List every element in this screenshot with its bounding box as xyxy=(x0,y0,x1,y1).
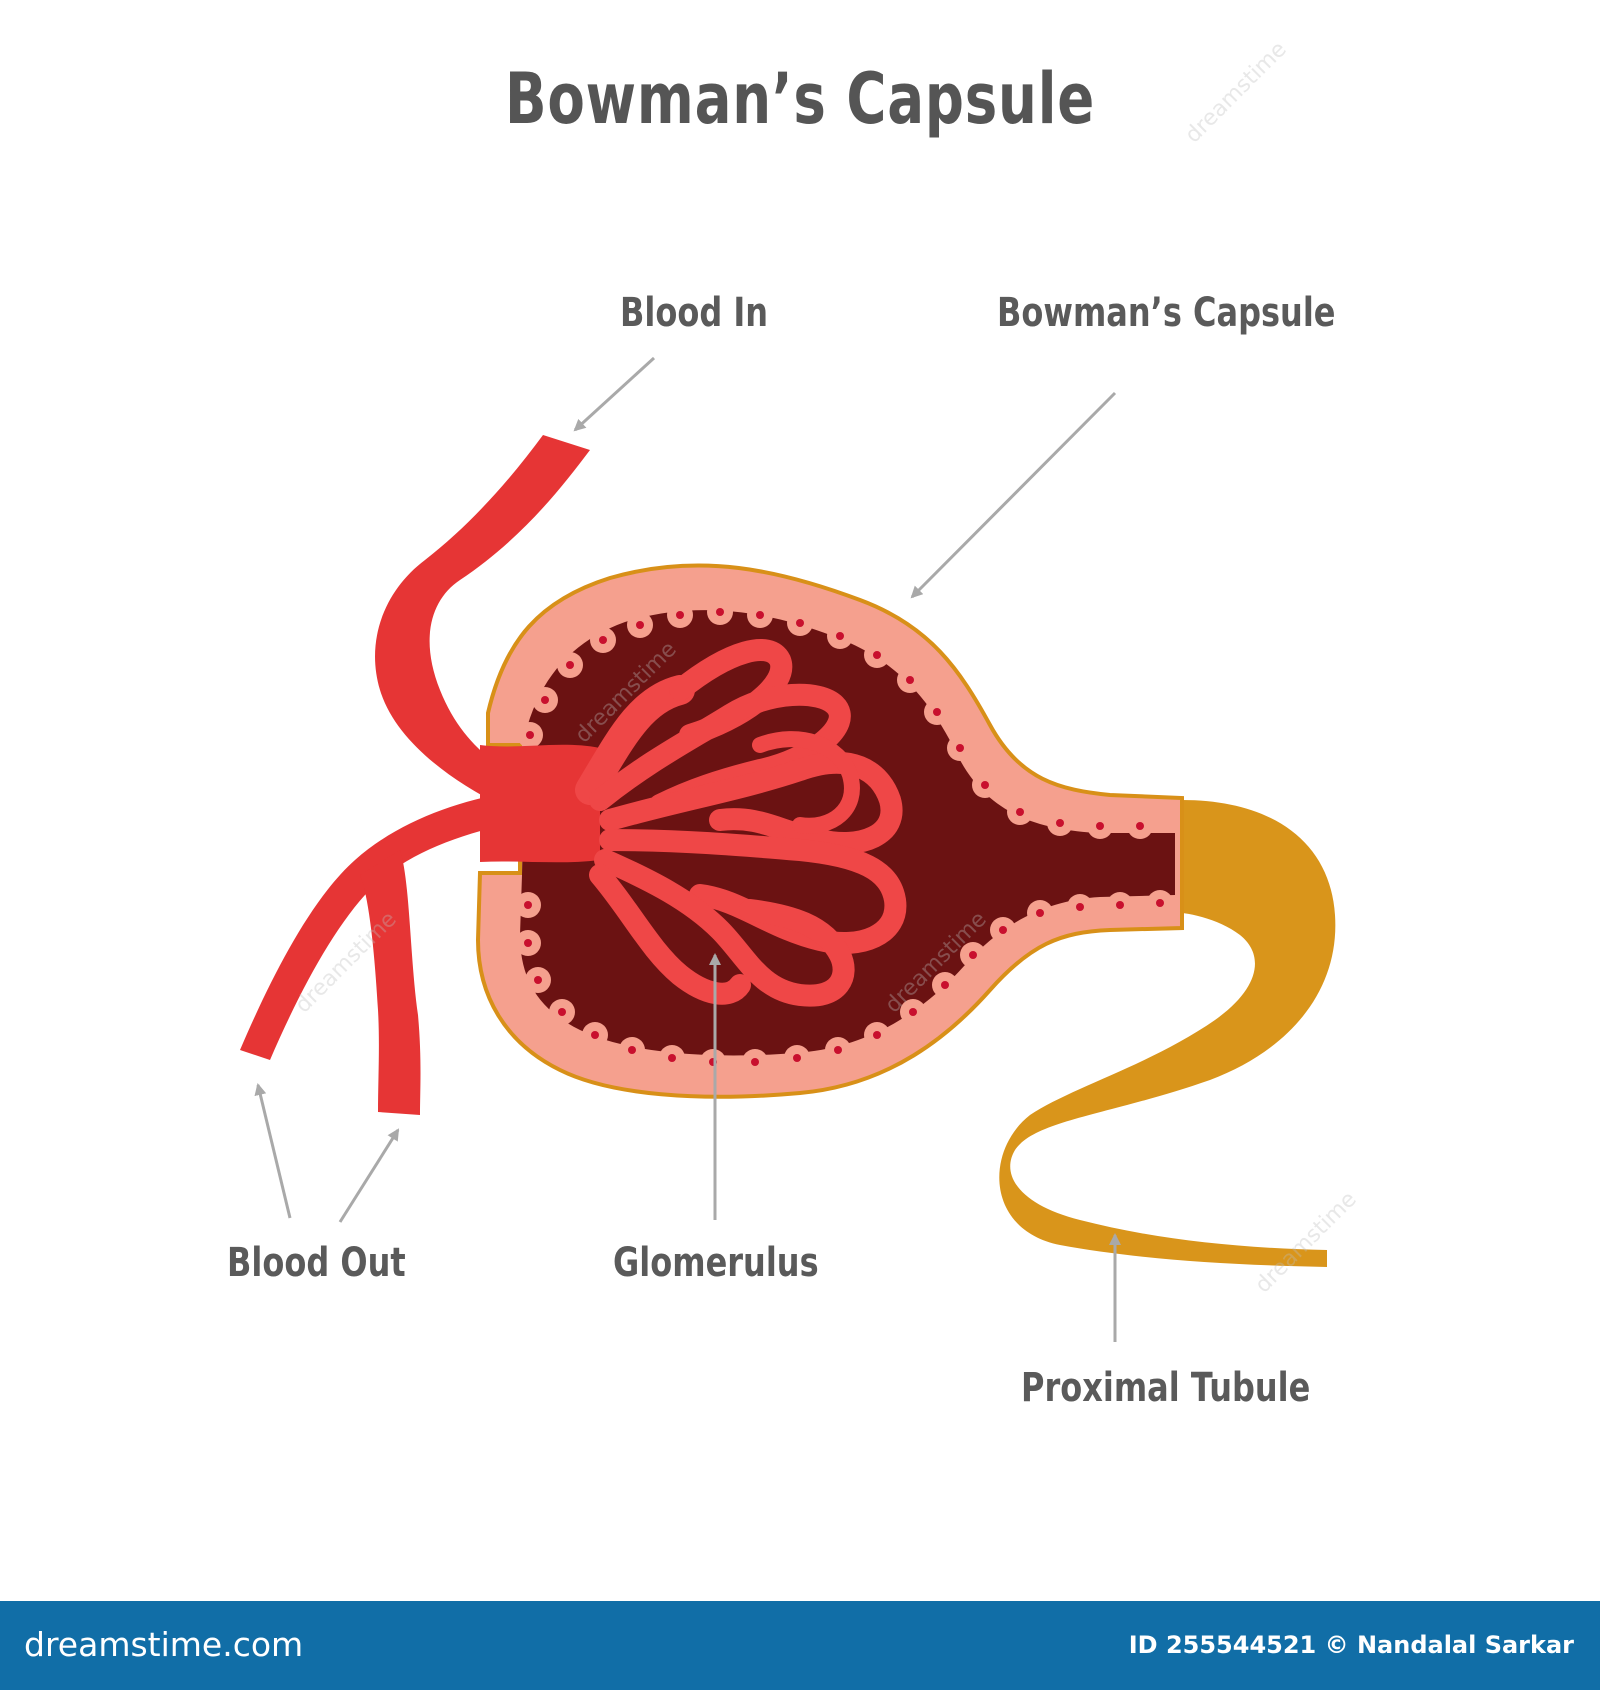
label-proximal-tubule: Proximal Tubule xyxy=(1021,1365,1311,1411)
pointer-blood-in xyxy=(573,356,656,432)
page-title: Bowman’s Capsule xyxy=(504,58,1096,140)
efferent-arteriole-b xyxy=(360,850,421,1115)
footer-credit: ID 255544521 © Nandalal Sarkar xyxy=(1128,1631,1574,1659)
pointer-lines xyxy=(254,356,1121,1342)
pointer-bowmans-capsule xyxy=(910,391,1117,599)
footer-bar: dreamstime.com ID 255544521 © Nandalal S… xyxy=(0,1601,1600,1690)
epithelial-cell-layer xyxy=(515,599,1173,1075)
pointer-blood-out-left xyxy=(254,1083,292,1219)
label-blood-out: Blood Out xyxy=(227,1240,406,1286)
glomerulus-tuft xyxy=(575,639,907,1007)
label-bowmans-capsule: Bowman’s Capsule xyxy=(997,290,1336,336)
label-blood-in: Blood In xyxy=(620,290,769,336)
pointer-blood-out-right xyxy=(338,1128,400,1223)
label-glomerulus: Glomerulus xyxy=(613,1240,819,1286)
proximal-tubule-shape xyxy=(999,800,1336,1267)
footer-site-link[interactable]: dreamstime.com xyxy=(24,1625,304,1664)
afferent-arteriole xyxy=(375,435,590,805)
glomerulus-stalk xyxy=(480,744,600,863)
